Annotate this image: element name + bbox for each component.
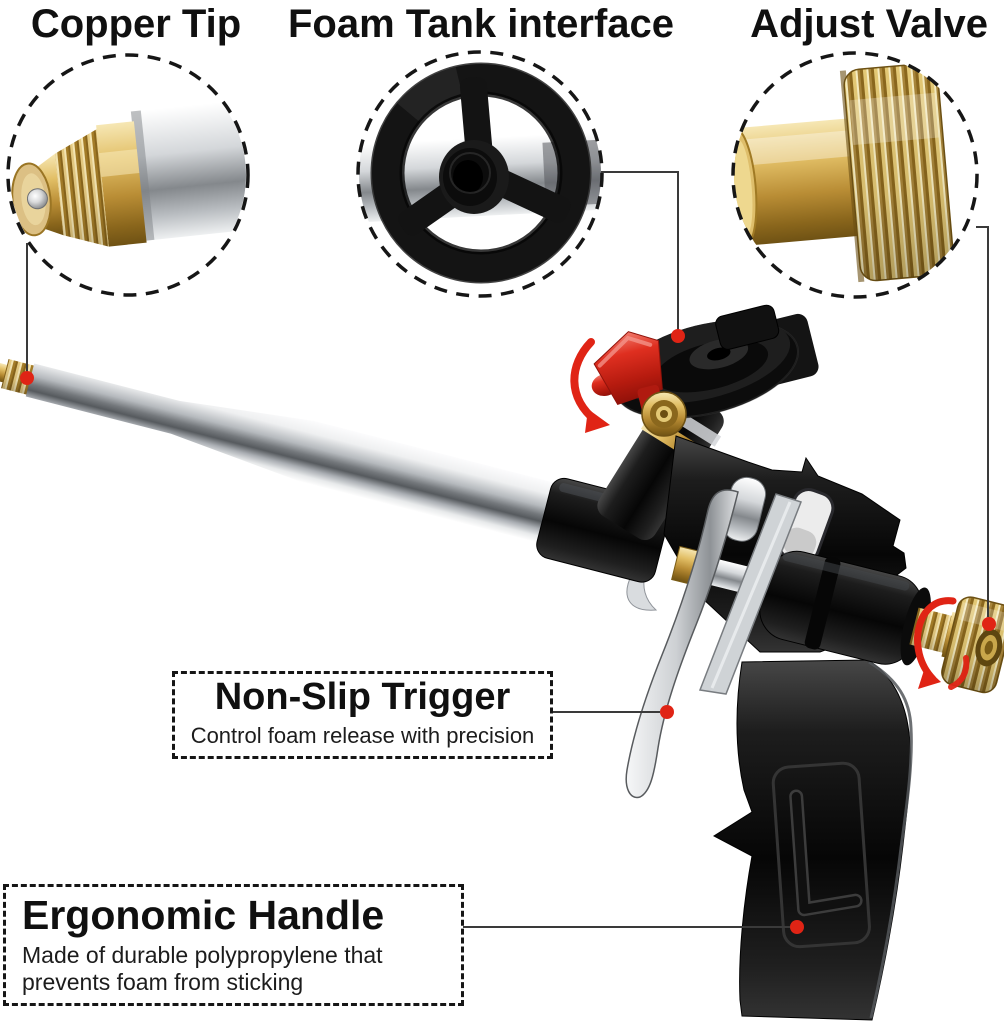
adjust-valve-circle bbox=[731, 51, 979, 299]
callout-non-slip-trigger: Non-Slip Trigger Control foam release wi… bbox=[172, 671, 553, 759]
label-foam-tank-interface: Foam Tank interface bbox=[287, 2, 675, 46]
copper-tip-dot bbox=[20, 371, 34, 385]
valve-housing bbox=[759, 550, 931, 666]
copper-tip-detail bbox=[6, 53, 250, 297]
handle-dot bbox=[790, 920, 804, 934]
adjust-valve-detail bbox=[731, 51, 979, 299]
handle-callout-subtitle: Made of durable polypropylene that preve… bbox=[22, 942, 383, 996]
safety-lever bbox=[591, 331, 664, 414]
foam-tank-interface-circle bbox=[356, 50, 604, 298]
brass-nut bbox=[641, 391, 687, 437]
valve-ball bbox=[26, 188, 48, 210]
label-copper-tip: Copper Tip bbox=[30, 2, 242, 46]
trigger bbox=[625, 489, 739, 799]
trigger-callout-subtitle: Control foam release with precision bbox=[190, 723, 535, 749]
label-adjust-valve: Adjust Valve bbox=[750, 2, 988, 46]
trigger-linkage bbox=[698, 493, 802, 695]
trigger-callout-title: Non-Slip Trigger bbox=[214, 676, 511, 718]
handle bbox=[713, 659, 913, 1021]
adjust-knob bbox=[941, 596, 1004, 694]
adjust-valve-leader bbox=[976, 226, 989, 617]
rotate-arrow-icon bbox=[914, 597, 970, 690]
foam-tank-interface-detail bbox=[356, 50, 604, 298]
handle-callout-title: Ergonomic Handle bbox=[22, 892, 385, 938]
leader-lines bbox=[20, 171, 996, 934]
barrel bbox=[0, 359, 631, 563]
adjust-valve-dot bbox=[982, 617, 996, 631]
trigger-dot bbox=[660, 705, 674, 719]
foam-tank-leader bbox=[601, 171, 679, 330]
callout-ergonomic-handle: Ergonomic Handle Made of durable polypro… bbox=[3, 884, 464, 1006]
copper-tip-circle bbox=[6, 53, 250, 297]
foam-tank-dot bbox=[671, 329, 685, 343]
rotate-arrow-icon bbox=[570, 338, 610, 433]
handle-groove bbox=[771, 761, 871, 949]
